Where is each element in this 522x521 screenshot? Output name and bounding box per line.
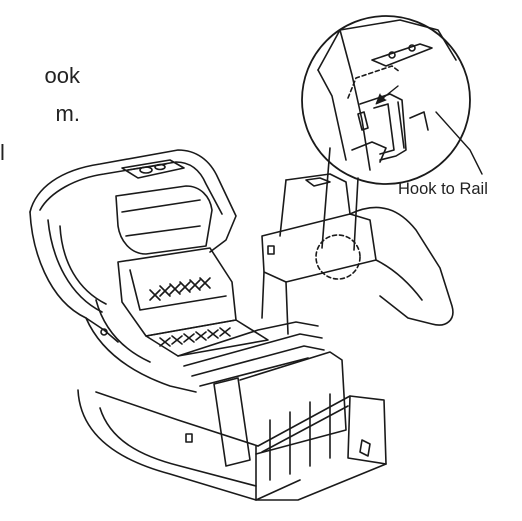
instruction-text-line-1: ook [44,63,80,88]
chair-body [29,149,454,501]
instruction-text-line-3: l [0,140,5,165]
hook-to-rail-label: Hook to Rail [398,180,488,198]
detail-magnifier [301,15,471,185]
instruction-text-line-2: m. [55,101,80,126]
